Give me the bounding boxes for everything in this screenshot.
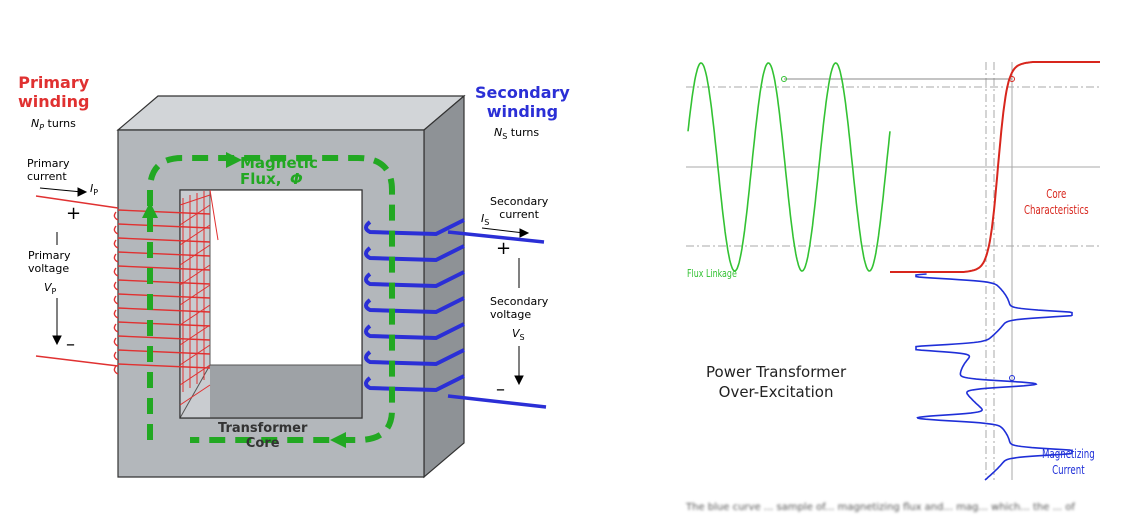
primary-turn [113, 335, 211, 347]
secondary-current-arrow [481, 227, 530, 238]
primary-current-label: Primary current [27, 157, 70, 183]
primary-leads [35, 195, 119, 367]
magnetizing-current-label: Magnetizing Current [1042, 447, 1095, 477]
primary-turn [113, 279, 211, 291]
secondary-leads [447, 230, 547, 409]
core-characteristics-label: Core Characteristics [1024, 187, 1089, 217]
primary-plus-sign: + [66, 203, 82, 224]
secondary-turn [364, 322, 465, 341]
secondary-turn [364, 374, 465, 393]
primary-turn [113, 251, 211, 263]
primary-turn [113, 363, 211, 375]
secondary-turns-label: NS turns [494, 126, 540, 142]
primary-winding [113, 209, 211, 375]
secondary-winding [364, 218, 465, 393]
flux-arrow-left [142, 202, 158, 218]
flux-arrow-bottom [330, 432, 346, 448]
secondary-turn [364, 296, 465, 315]
primary-minus-sign: – [66, 334, 75, 355]
primary-voltage-symbol: VP [44, 281, 57, 297]
secondary-winding-heading: Secondary winding [475, 83, 570, 121]
magnetic-flux-label: Magnetic Flux, [240, 154, 318, 188]
flux-linkage-label: Flux Linkage [687, 267, 737, 280]
flux-arrow-top [226, 152, 242, 168]
flux-symbol: Φ [290, 170, 303, 188]
magnetizing-current-curve [915, 273, 1073, 481]
magnetic-flux-path [142, 152, 395, 448]
primary-turn [113, 265, 211, 277]
plot-title: Power Transformer Over-Excitation [706, 363, 847, 401]
core-characteristic-curve [890, 61, 1100, 273]
primary-voltage-label: Primary voltage [28, 249, 71, 275]
secondary-turn [364, 218, 465, 237]
primary-voltage-arrow [52, 232, 62, 346]
primary-turn [113, 237, 211, 249]
transformer-core [116, 94, 466, 479]
primary-turn [113, 209, 211, 221]
excitation-plot [686, 62, 1100, 480]
secondary-plus-sign: + [496, 238, 512, 259]
secondary-turn [364, 270, 465, 289]
primary-turn [113, 321, 211, 333]
secondary-voltage-symbol: VS [512, 327, 525, 343]
primary-turn [113, 293, 211, 305]
primary-current-arrow [39, 187, 88, 197]
secondary-minus-sign: – [496, 379, 505, 400]
transformer-core-label: Transformer Core [218, 421, 308, 451]
primary-current-symbol: IP [90, 182, 99, 198]
secondary-current-symbol: IS [481, 212, 490, 228]
secondary-turn [364, 348, 465, 367]
primary-turns-label: NP turns [31, 117, 76, 133]
primary-winding-heading: Primary winding [18, 73, 90, 111]
primary-turn [113, 307, 211, 319]
primary-turn [113, 349, 211, 361]
flux-linkage-wave [687, 62, 891, 272]
primary-turn [113, 223, 211, 235]
secondary-voltage-label: Secondary voltage [490, 295, 549, 321]
secondary-turn [364, 244, 465, 263]
primary-winding-inner [179, 189, 219, 406]
secondary-voltage-arrow [514, 258, 524, 386]
caption-fragment: The blue curve ... sample of... magnetiz… [686, 502, 1075, 513]
secondary-current-label: Secondary current [490, 195, 549, 221]
